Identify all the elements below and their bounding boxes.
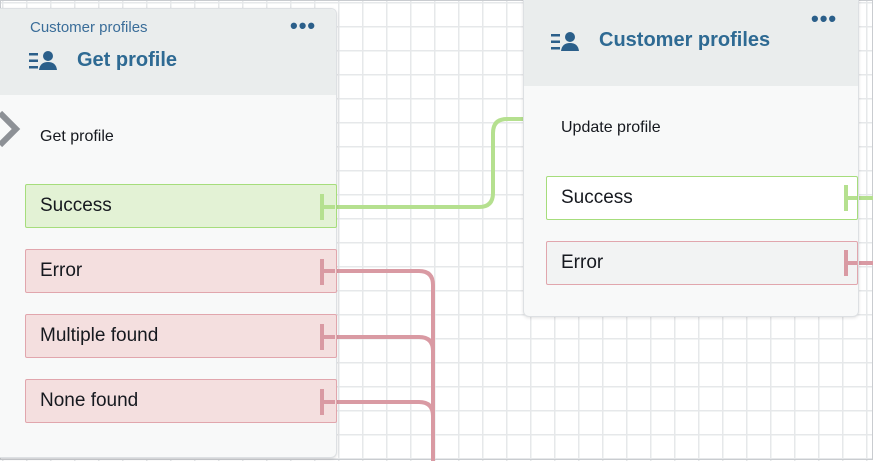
multiple-found-connector[interactable]: [331, 335, 435, 352]
branch-label: Error: [561, 252, 604, 273]
branch-multiple-found[interactable]: Multiple found: [25, 314, 337, 358]
branch-success[interactable]: Success: [546, 176, 858, 220]
action-label: Update profile: [561, 119, 661, 136]
customer-profiles-icon: [29, 51, 57, 70]
block-header: Customer profiles ••• Get profile: [0, 9, 336, 95]
branch-none-found[interactable]: None found: [25, 379, 337, 423]
branch-label: Multiple found: [40, 325, 159, 346]
block-title: Customer profiles: [599, 29, 771, 51]
block-header: ••• Customer profiles: [524, 0, 858, 86]
success-connector[interactable]: [329, 117, 543, 209]
block-type-label: Customer profiles: [30, 19, 148, 36]
action-label: Get profile: [40, 128, 114, 145]
branch-label: Error: [40, 260, 83, 281]
block-title: Get profile: [77, 49, 178, 71]
update-profile-block[interactable]: ••• Customer profiles Update profile Suc…: [523, 0, 859, 317]
more-options-icon[interactable]: •••: [811, 6, 838, 31]
get-profile-block[interactable]: Customer profiles ••• Get profile Get pr…: [0, 8, 337, 458]
more-options-icon[interactable]: •••: [290, 13, 317, 38]
none-found-connector[interactable]: [331, 400, 435, 417]
branch-success[interactable]: Success: [25, 184, 337, 228]
branch-label: Success: [561, 187, 633, 208]
error-connector[interactable]: [331, 269, 435, 461]
branch-error[interactable]: Error: [25, 249, 337, 293]
branch-error[interactable]: Error: [546, 241, 858, 285]
branch-label: Success: [40, 195, 112, 216]
input-connector-icon[interactable]: [0, 111, 23, 147]
customer-profiles-icon: [551, 32, 579, 51]
branch-label: None found: [40, 390, 139, 411]
